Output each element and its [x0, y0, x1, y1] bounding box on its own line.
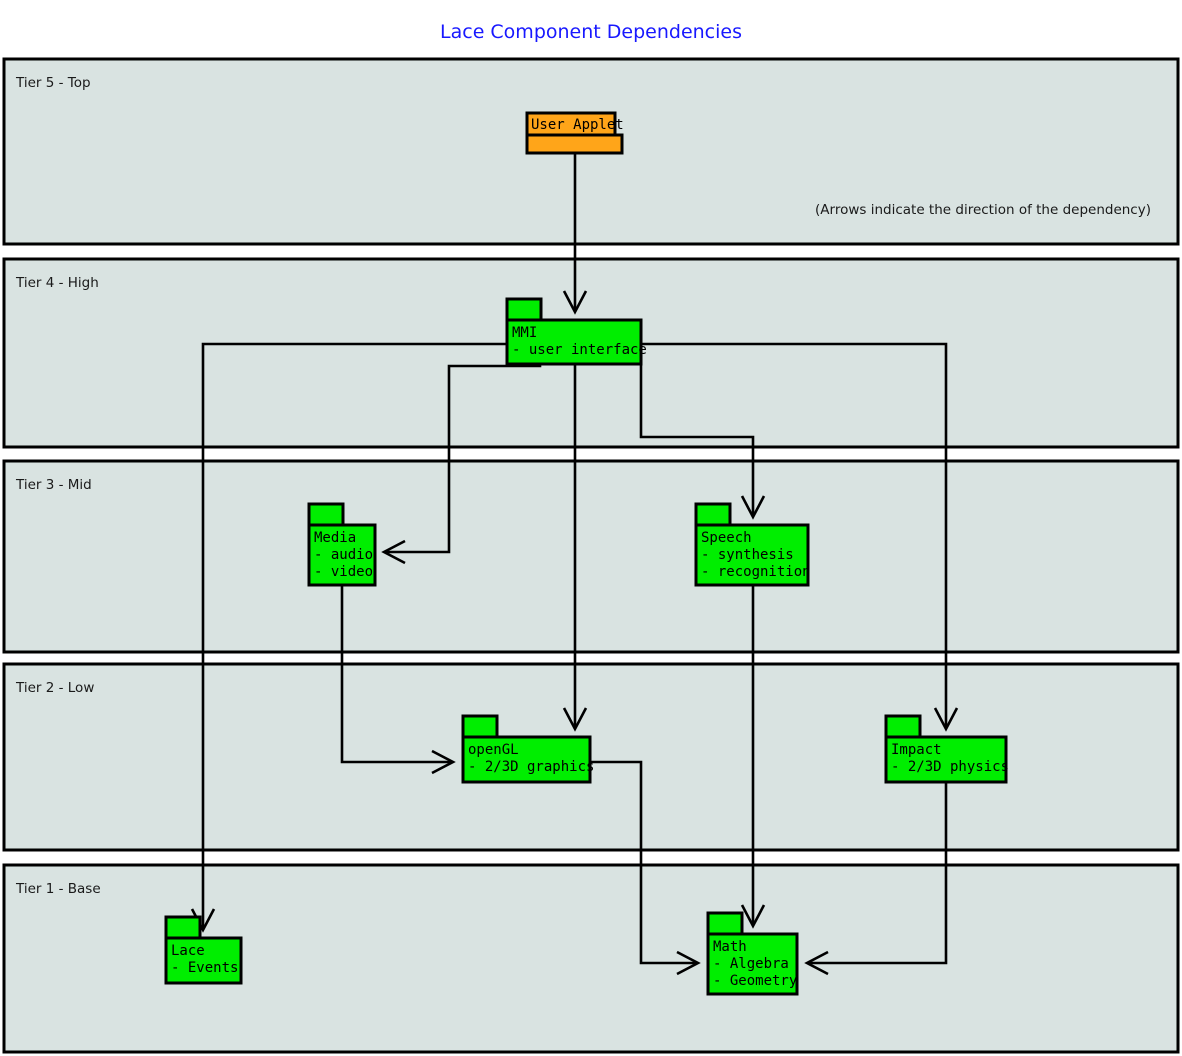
package-node-media[interactable]: Media- audio- video — [307, 502, 377, 587]
package-node-mmi[interactable]: MMI- user interface — [505, 297, 647, 366]
package-label: Impact — [891, 742, 942, 758]
tier-container-tier4: Tier 4 - High — [2, 257, 1180, 449]
package-node-opengl[interactable]: openGL- 2/3D graphics — [461, 714, 594, 784]
arrow-direction-note: (Arrows indicate the direction of the de… — [815, 202, 1151, 218]
package-node-user-applet[interactable]: User Applet — [525, 111, 624, 155]
connector-applet-to-mmi[interactable] — [562, 153, 588, 315]
connector-media-to-opengl[interactable] — [340, 585, 456, 775]
package-detail-line: - user interface — [512, 342, 647, 358]
dependency-connectors — [190, 153, 959, 976]
connector-mmi-to-opengl[interactable] — [562, 364, 588, 732]
package-label: Math — [713, 939, 747, 955]
package-tab — [505, 297, 543, 322]
package-label: Speech — [701, 530, 752, 546]
tier-box — [2, 459, 1180, 654]
page-title: Lace Component Dependencies — [440, 21, 742, 43]
package-body — [706, 932, 799, 996]
connector-impact-to-math[interactable] — [804, 782, 948, 976]
package-node-lace[interactable]: Lace- Events — [164, 915, 243, 985]
package-detail-line: - Algebra — [713, 956, 789, 972]
tier-label: Tier 2 - Low — [15, 680, 94, 696]
package-detail-line: - 2/3D physics — [891, 759, 1009, 775]
package-label: Media — [314, 530, 356, 546]
package-detail-line: - video — [314, 564, 373, 580]
package-tab — [694, 502, 732, 527]
connector-opengl-to-math[interactable] — [590, 760, 701, 976]
package-tab — [307, 502, 345, 527]
package-tab — [706, 911, 744, 936]
package-body — [307, 523, 377, 587]
tier-container-tier3: Tier 3 - Mid — [2, 459, 1180, 654]
package-label: openGL — [468, 742, 519, 758]
package-node-speech[interactable]: Speech- synthesis- recognition — [694, 502, 811, 587]
package-label: User Applet — [531, 117, 624, 133]
connector-speech-to-math[interactable] — [740, 585, 766, 929]
package-detail-line: - 2/3D graphics — [468, 759, 594, 775]
package-tab — [884, 714, 922, 739]
package-body — [525, 133, 624, 155]
tier-box — [2, 257, 1180, 449]
package-node-impact[interactable]: Impact- 2/3D physics — [884, 714, 1009, 784]
package-label: MMI — [512, 325, 537, 341]
package-body — [505, 318, 643, 366]
package-body — [694, 523, 810, 587]
tier-label: Tier 3 - Mid — [15, 477, 92, 493]
package-body — [884, 735, 1008, 784]
package-label: Lace — [171, 943, 205, 959]
package-tab — [164, 915, 202, 940]
package-tab — [461, 714, 499, 739]
package-detail-line: - audio — [314, 547, 373, 563]
package-detail-line: - synthesis — [701, 547, 794, 563]
package-node-math[interactable]: Math- Algebra- Geometry — [706, 911, 799, 996]
connector-mmi-to-impact[interactable] — [641, 342, 959, 732]
tier-label: Tier 5 - Top — [15, 75, 91, 91]
package-detail-line: - Events — [171, 960, 238, 976]
tier-label: Tier 1 - Base — [15, 881, 101, 897]
tier-label: Tier 4 - High — [15, 275, 99, 291]
connector-mmi-to-speech[interactable] — [639, 364, 766, 520]
package-body — [164, 936, 243, 985]
package-body — [461, 735, 592, 784]
package-detail-line: - Geometry — [713, 973, 797, 989]
package-detail-line: - recognition — [701, 564, 811, 580]
